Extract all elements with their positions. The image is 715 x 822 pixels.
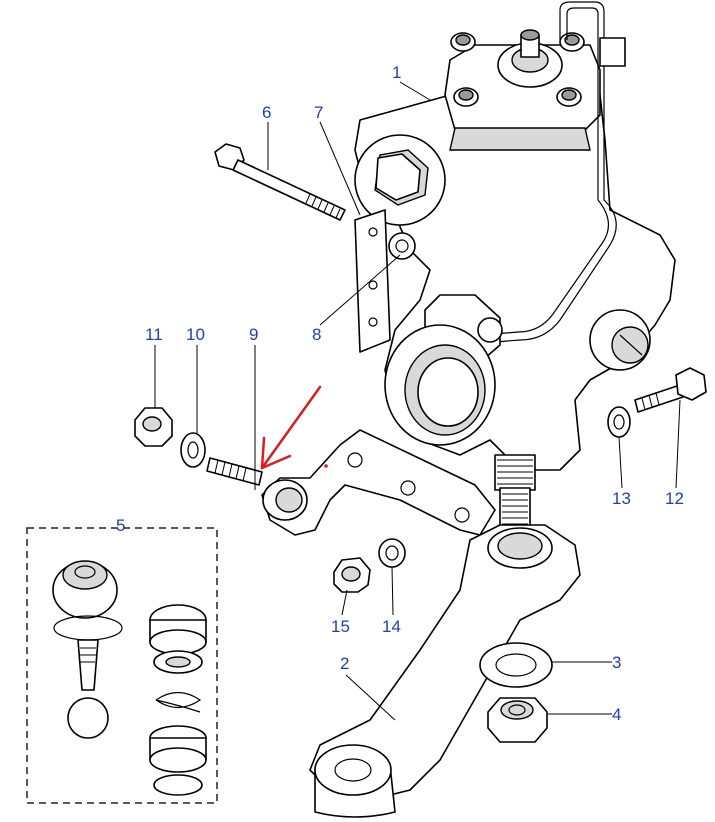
callout-15: 15 bbox=[331, 617, 350, 636]
callout-8: 8 bbox=[312, 325, 322, 344]
callout-11: 11 bbox=[145, 325, 163, 344]
washer-8 bbox=[388, 232, 416, 260]
steering-damper-link bbox=[261, 429, 496, 536]
bolt-9 bbox=[206, 457, 263, 486]
callout-3: 3 bbox=[612, 653, 622, 672]
bolt-12 bbox=[634, 367, 707, 413]
steering-box-body bbox=[354, 1, 676, 534]
washer-3 bbox=[479, 642, 553, 688]
callout-12: 12 bbox=[665, 489, 684, 508]
callout-7: 7 bbox=[314, 103, 324, 122]
drop-arm bbox=[309, 524, 581, 818]
nut-11 bbox=[134, 407, 173, 447]
ball-joint-kit bbox=[26, 527, 218, 804]
callout-10: 10 bbox=[186, 325, 205, 344]
mounting-plate bbox=[354, 209, 391, 353]
callout-5: 5 bbox=[116, 516, 126, 535]
callout-14: 14 bbox=[382, 617, 401, 636]
highlight-arrow bbox=[260, 385, 328, 470]
callout-1: 1 bbox=[392, 63, 402, 82]
washer-14 bbox=[378, 538, 406, 568]
callout-2: 2 bbox=[340, 654, 350, 673]
nut-15 bbox=[333, 557, 371, 593]
nut-4 bbox=[487, 697, 548, 743]
bolt-6 bbox=[214, 143, 346, 221]
callout-4: 4 bbox=[612, 705, 622, 724]
washer-10 bbox=[180, 432, 206, 468]
callout-9: 9 bbox=[249, 325, 259, 344]
leader-lines bbox=[154, 81, 681, 721]
washer-13 bbox=[607, 406, 631, 438]
callout-6: 6 bbox=[262, 103, 272, 122]
callout-13: 13 bbox=[612, 489, 631, 508]
